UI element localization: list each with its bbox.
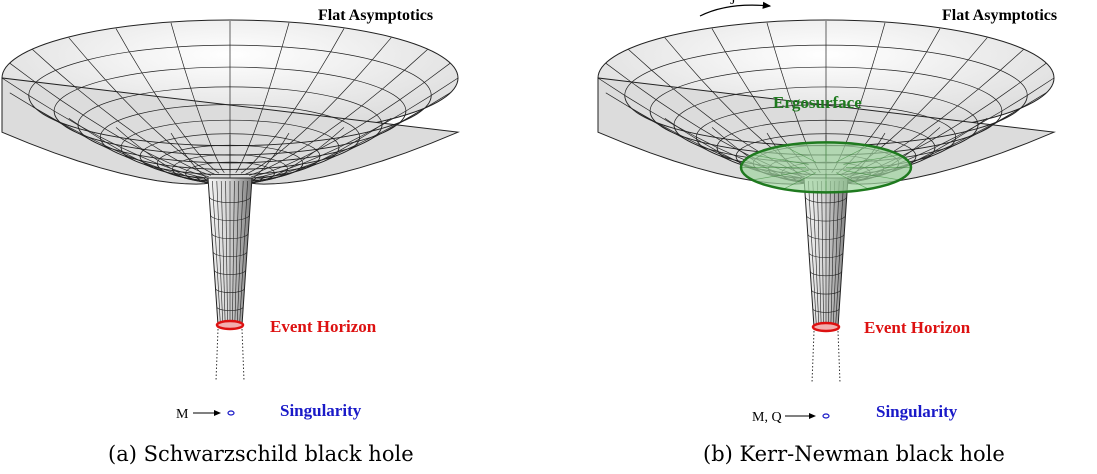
mesh-spoke	[245, 118, 392, 183]
mass-label: M	[176, 407, 189, 422]
schwarzschild-panel: Flat Asymptotics Event Horizon Singulari…	[1, 7, 460, 466]
mesh-spoke	[251, 62, 451, 177]
mesh-spoke	[9, 62, 209, 177]
caption-b: (b) Kerr-Newman black hole	[703, 442, 1005, 466]
throat-band	[211, 233, 249, 239]
event-horizon-label: Event Horizon	[864, 318, 971, 337]
ergosurface-mesh	[783, 172, 817, 190]
ergosurface-mesh	[783, 145, 817, 163]
throat-line	[835, 180, 844, 328]
mesh-spoke	[249, 106, 428, 182]
ergosurface-mesh	[752, 170, 809, 181]
caption-a: (a) Schwarzschild black hole	[108, 442, 414, 466]
throat-line	[828, 180, 831, 328]
throat-band	[807, 233, 845, 240]
throat-band	[215, 288, 245, 293]
throat-band	[809, 271, 843, 277]
dotted-worldline	[241, 328, 245, 382]
ergosurface-mesh	[835, 145, 869, 163]
throat-line	[239, 180, 248, 326]
throat-line	[236, 180, 244, 326]
mesh-spoke	[170, 22, 225, 173]
dotted-worldline	[811, 330, 815, 384]
singularity-label: Singularity	[876, 402, 958, 421]
throat-line	[832, 180, 840, 328]
spin-arrow	[699, 1, 772, 17]
mesh-spoke	[235, 22, 290, 173]
mesh-spoke	[1, 77, 209, 179]
ergosurface-mesh	[843, 154, 900, 165]
spacetime-funnel	[597, 19, 1056, 384]
mesh-spoke	[240, 28, 345, 174]
singularity-point	[822, 413, 830, 419]
mesh-spoke	[32, 49, 212, 176]
singularity-label: Singularity	[280, 401, 362, 420]
throat-band	[811, 289, 841, 295]
throat-band	[812, 308, 840, 313]
throat-line	[212, 180, 221, 326]
ergosurface-mesh	[843, 170, 900, 181]
dotted-worldline	[837, 330, 841, 384]
throat-line	[816, 180, 822, 328]
spacetime-funnel	[1, 19, 460, 382]
mesh-spoke	[245, 37, 392, 175]
throat-line	[220, 180, 226, 326]
throat-band	[213, 269, 247, 275]
ergosurface-mesh	[835, 172, 869, 190]
mesh-spoke	[248, 49, 428, 176]
kerr-newman-panel: Flat Asymptotics J Ergosurface Event Hor…	[597, 0, 1057, 466]
ergosurface-label: Ergosurface	[773, 93, 862, 112]
mesh-spoke	[115, 28, 220, 174]
throat-line	[812, 180, 820, 328]
mesh-spoke	[251, 77, 459, 179]
throat-line	[216, 180, 224, 326]
mesh-spoke	[9, 92, 209, 180]
throat-line	[225, 180, 228, 326]
spin-label: J	[730, 0, 736, 8]
throat-line	[808, 180, 817, 328]
flat-asymptotics-label: Flat Asymptotics	[318, 7, 433, 24]
throat-band	[804, 196, 848, 204]
throat-line	[830, 180, 836, 328]
mass-label: M, Q	[752, 410, 782, 425]
mesh-spoke	[32, 106, 211, 182]
event-horizon-ring	[215, 319, 245, 331]
ergosurface-mesh	[752, 154, 809, 165]
throat-line	[234, 180, 240, 326]
dotted-worldline	[215, 328, 219, 382]
mesh-spoke	[68, 37, 215, 175]
event-horizon-ring	[811, 321, 841, 333]
throat-band	[806, 215, 846, 222]
throat-band	[808, 252, 844, 258]
event-horizon-label: Event Horizon	[270, 317, 377, 336]
throat-line	[232, 180, 235, 326]
throat-band	[208, 196, 252, 203]
singularity-point	[227, 410, 235, 416]
throat-line	[821, 180, 824, 328]
throat-band	[210, 214, 250, 221]
throat-band	[212, 251, 248, 257]
flat-asymptotics-label: Flat Asymptotics	[942, 7, 1057, 24]
throat-band	[216, 306, 244, 311]
